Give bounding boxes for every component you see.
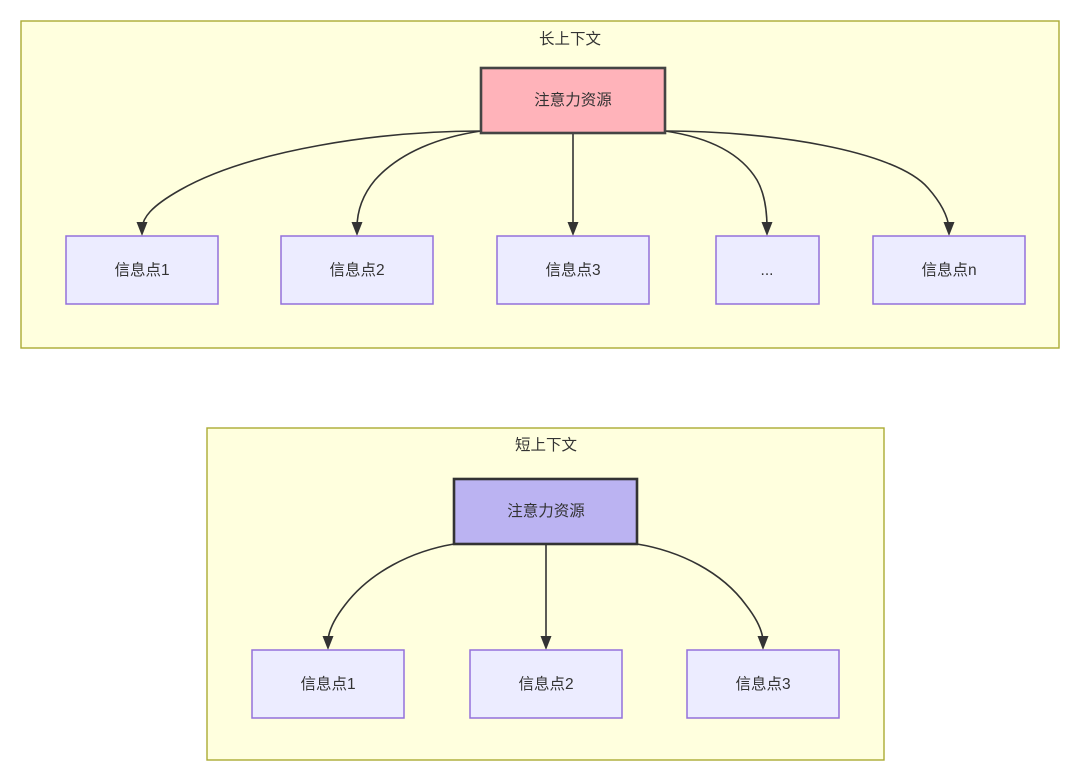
arrow-head-short-info-point-3 (757, 636, 769, 650)
node-attention-resource-short-label: 注意力资源 (507, 501, 585, 520)
node-info-point-2-long-label: 信息点2 (329, 261, 384, 279)
arrow-head-info-point-2 (351, 222, 363, 236)
node-attention-resource-short-box (452, 477, 639, 546)
edge-group-long-context (136, 130, 955, 236)
arrow-head-info-point-1 (136, 222, 148, 236)
node-info-point-n-long-box (872, 235, 1026, 305)
edge-attention-to-info-point-n (664, 130, 950, 229)
edge-attention-to-info-point-2 (356, 130, 482, 229)
node-info-point-2-long[interactable]: 信息点2 (280, 235, 434, 305)
node-info-point-2-long-box (280, 235, 434, 305)
edge-attention-short-to-info-point-1 (327, 543, 455, 643)
edge-attention-to-info-point-1 (141, 130, 482, 229)
node-info-point-1-short-label: 信息点1 (300, 675, 355, 693)
node-info-point-1-long-box (65, 235, 219, 305)
arrow-head-short-info-point-1 (322, 636, 334, 650)
node-info-point-3-short-box (686, 649, 840, 719)
node-info-point-ellipsis-long-box (715, 235, 820, 305)
arrow-head-info-point-n (943, 222, 955, 236)
node-info-point-3-short-label: 信息点3 (735, 675, 790, 693)
node-attention-resource-long[interactable]: 注意力资源 (479, 66, 667, 135)
node-info-point-1-long-label: 信息点1 (114, 261, 169, 279)
cluster-short-context-title: 短上下文 (515, 436, 577, 454)
node-info-point-2-short-box (469, 649, 623, 719)
cluster-short-context[interactable]: 短上下文 注意力资源 信息点1 (206, 427, 885, 761)
arrow-head-short-info-point-2 (540, 636, 552, 650)
node-attention-resource-short[interactable]: 注意力资源 (452, 477, 639, 546)
arrow-head-info-point-3 (567, 222, 579, 236)
cluster-long-context-title: 长上下文 (539, 30, 601, 48)
edge-attention-to-info-point-ellipsis (664, 130, 768, 229)
node-info-point-2-short[interactable]: 信息点2 (469, 649, 623, 719)
node-info-point-1-short-box (251, 649, 405, 719)
node-info-point-1-short[interactable]: 信息点1 (251, 649, 405, 719)
node-info-point-1-long[interactable]: 信息点1 (65, 235, 219, 305)
node-info-point-2-short-label: 信息点2 (518, 675, 573, 693)
node-info-point-n-long[interactable]: 信息点n (872, 235, 1026, 305)
node-info-point-ellipsis-long-label: ... (761, 262, 774, 279)
node-attention-resource-long-box (479, 66, 667, 135)
node-info-point-n-long-label: 信息点n (921, 261, 976, 279)
node-info-point-3-long-box (496, 235, 650, 305)
cluster-long-context[interactable]: 长上下文 注意 (20, 20, 1060, 349)
edge-group-short-context (322, 543, 769, 650)
node-info-point-3-short[interactable]: 信息点3 (686, 649, 840, 719)
node-info-point-3-long-label: 信息点3 (545, 261, 600, 279)
node-attention-resource-long-label: 注意力资源 (534, 90, 612, 109)
arrow-head-info-point-ellipsis (761, 222, 773, 236)
edge-attention-short-to-info-point-3 (636, 543, 764, 643)
node-info-point-ellipsis-long[interactable]: ... (715, 235, 820, 305)
node-info-point-3-long[interactable]: 信息点3 (496, 235, 650, 305)
